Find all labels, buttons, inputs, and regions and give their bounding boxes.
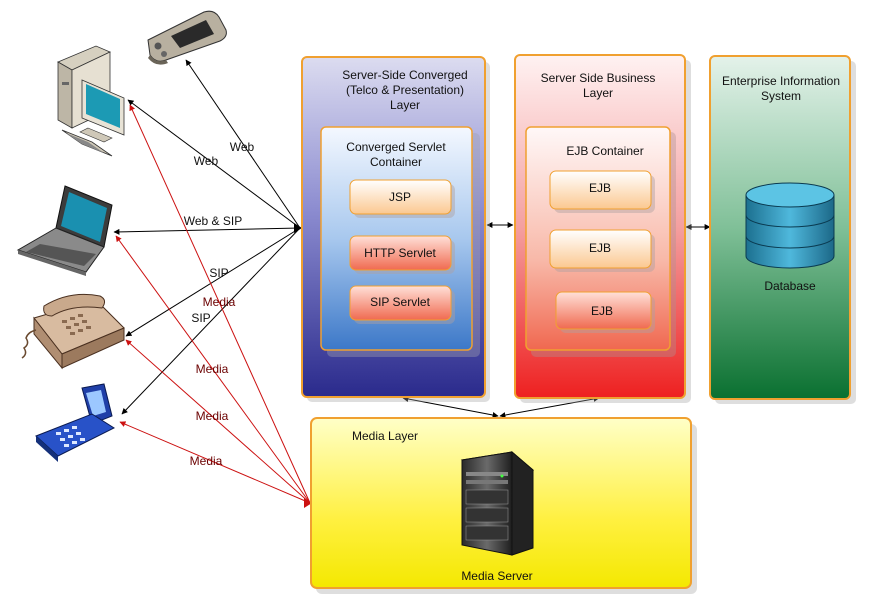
label-web-2: Web <box>194 154 219 168</box>
label-media-2: Media <box>196 362 229 376</box>
container-title-line-1: Converged Servlet <box>346 140 446 154</box>
label-sip-2: SIP <box>191 311 210 325</box>
enterprise-title-line-1: Enterprise Information <box>722 74 840 88</box>
ejb-component-2: EJB <box>549 229 655 272</box>
media-server-label: Media Server <box>461 569 532 583</box>
laptop-icon <box>16 185 113 276</box>
label-sip-1: SIP <box>209 266 228 280</box>
converged-title-line-1: Server-Side Converged <box>342 68 467 82</box>
media-link-desktop <box>129 104 311 504</box>
connectors <box>113 59 711 508</box>
label-media-1: Media <box>203 295 236 309</box>
converged-title-line-2: (Telco & Presentation) <box>346 83 464 97</box>
sip-servlet-component: SIP Servlet <box>349 285 455 324</box>
ejb-label-1: EJB <box>589 181 611 195</box>
ejb-label-3: EJB <box>591 304 613 318</box>
hub-arrowhead <box>294 223 302 233</box>
sip-link-deskphone <box>125 227 301 337</box>
database-icon <box>745 182 835 269</box>
media-layer-title: Media Layer <box>352 429 418 443</box>
web-sip-link-laptop <box>113 227 301 235</box>
media-layer: Media Layer Media Server <box>310 417 697 594</box>
converged-media-link <box>402 396 499 418</box>
enterprise-layer: Enterprise Information System Database <box>709 55 856 404</box>
http-servlet-component: HTTP Servlet <box>349 235 455 274</box>
desk-phone-icon <box>21 293 125 370</box>
business-title-line-1: Server Side Business <box>541 71 656 85</box>
enterprise-title-line-2: System <box>761 89 801 103</box>
database-label: Database <box>764 279 816 293</box>
mobile-phone-icon <box>35 383 116 462</box>
sip-servlet-label: SIP Servlet <box>370 295 430 309</box>
ejb-label-2: EJB <box>589 241 611 255</box>
media-link-laptop <box>115 235 311 504</box>
label-web-1: Web <box>230 140 255 154</box>
ejb-component-1: EJB <box>549 170 655 213</box>
jsp-component: JSP <box>349 179 455 218</box>
sip-link-mobile <box>121 227 301 415</box>
media-link-deskphone <box>125 339 311 504</box>
ejb-container-title: EJB Container <box>566 144 643 158</box>
media-hub-arrowhead <box>304 498 312 508</box>
converged-title-line-3: Layer <box>390 98 420 112</box>
business-title-line-2: Layer <box>583 86 613 100</box>
connector-labels: Web Web Web & SIP SIP Media SIP Media Me… <box>184 140 255 468</box>
media-link-mobile <box>119 421 311 504</box>
pda-icon <box>147 10 227 65</box>
ejb-component-3: EJB <box>555 291 655 333</box>
business-media-link <box>499 396 600 418</box>
web-link-desktop <box>127 99 301 229</box>
converged-layer: Server-Side Converged (Telco & Presentat… <box>301 56 490 402</box>
desktop-computer-icon <box>57 45 125 157</box>
http-servlet-label: HTTP Servlet <box>364 246 436 260</box>
web-link-pda <box>185 59 301 229</box>
label-media-3: Media <box>196 409 229 423</box>
label-media-4: Media <box>190 454 223 468</box>
label-web-sip: Web & SIP <box>184 214 242 228</box>
jsp-label: JSP <box>389 190 411 204</box>
business-layer: Server Side Business Layer EJB Container… <box>514 54 691 403</box>
container-title-line-2: Container <box>370 155 422 169</box>
media-server-icon <box>460 450 535 556</box>
